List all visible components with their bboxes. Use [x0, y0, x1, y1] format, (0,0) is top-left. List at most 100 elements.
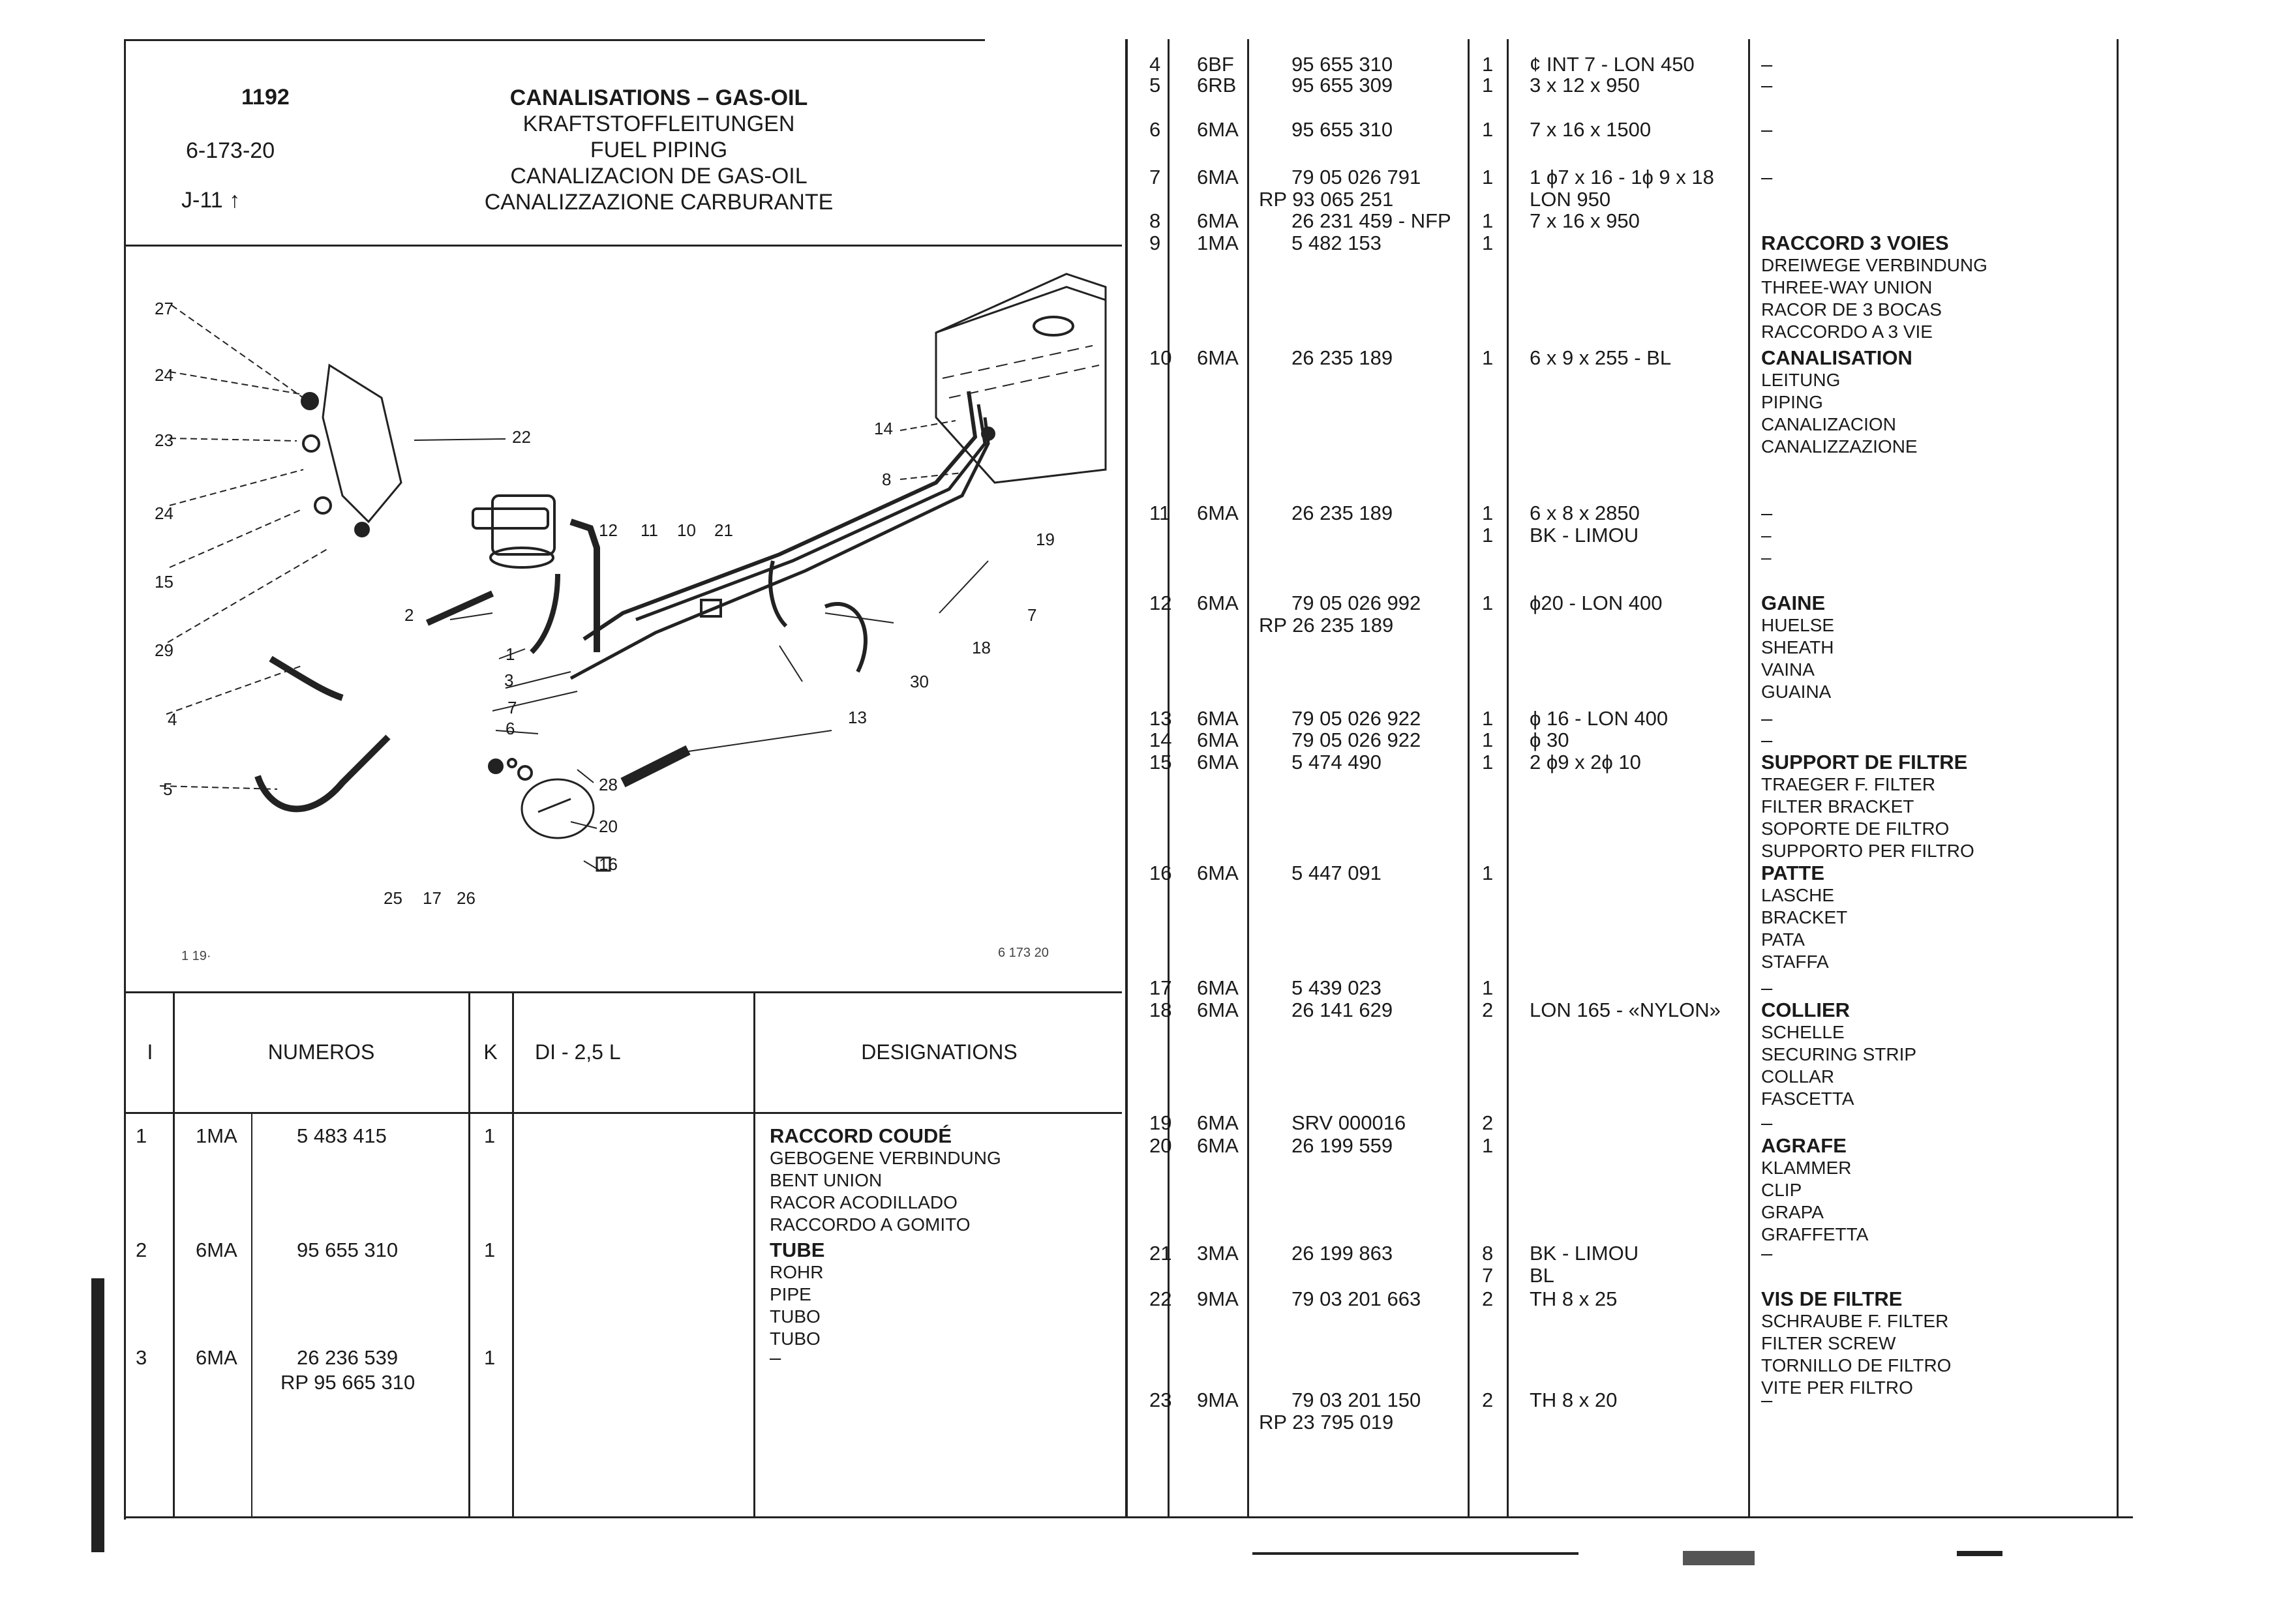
callout-1: 1: [506, 644, 515, 664]
row-part-number: 5 447 091: [1292, 862, 1382, 884]
callout-14: 14: [874, 419, 893, 438]
row-qty: 2: [1482, 999, 1494, 1021]
callout-10: 10: [677, 520, 696, 540]
designation-line: PATA: [1761, 929, 1805, 950]
designation-line: FILTER BRACKET: [1761, 796, 1914, 817]
row-qty: 2: [1482, 1389, 1494, 1411]
row-index: 18: [1149, 999, 1172, 1021]
callout-7-left: 7: [507, 698, 517, 717]
row-index: 2: [136, 1239, 147, 1261]
row-index: 22: [1149, 1287, 1172, 1310]
row-code: 6MA: [1197, 592, 1239, 614]
callout-6: 6: [506, 719, 515, 738]
designation-line: HUELSE: [1761, 615, 1835, 635]
title-fr: CANALISATIONS – GAS-OIL: [509, 85, 808, 110]
row-code: 6MA: [1197, 118, 1239, 141]
designation-line: ROHR: [770, 1262, 824, 1282]
row-index: 10: [1149, 346, 1172, 369]
row-designation: –: [1761, 708, 1772, 730]
row-index: 23: [1149, 1389, 1172, 1411]
designation-line: SUPPORTO PER FILTRO: [1761, 841, 1974, 861]
designation-line: SECURING STRIP: [1761, 1044, 1917, 1064]
designation-line: –: [770, 1346, 781, 1369]
row-part-number: 26 231 459 - NFP: [1292, 209, 1451, 232]
row-part-number: 95 655 310: [1292, 53, 1393, 76]
row-code: 9MA: [1197, 1287, 1239, 1310]
designation-line: –: [1761, 502, 1773, 524]
row-designation: –: [1761, 729, 1772, 751]
row-part-number: 79 05 026 922: [1292, 728, 1421, 751]
catalog-jref: J-11 ↑: [181, 188, 241, 213]
row-index: 15: [1149, 751, 1172, 773]
row-qty: 8: [1482, 1242, 1494, 1265]
row-index: 17: [1149, 976, 1172, 999]
designation-line: PATTE: [1761, 862, 1825, 884]
row-part-number: 79 05 026 791: [1292, 166, 1421, 188]
row-dimension: 7 x 16 x 1500: [1530, 118, 1652, 141]
callout-27: 27: [155, 299, 174, 318]
row-index: 4: [1149, 53, 1161, 76]
row-code: 6MA: [196, 1346, 237, 1369]
designation-line: COLLAR: [1761, 1066, 1835, 1087]
row-part-number: 26 141 629: [1292, 999, 1393, 1021]
row-dimension: 6 x 9 x 255 - BL: [1530, 346, 1672, 369]
designation-line: –: [1761, 53, 1773, 76]
row-dimension-secondary: BK - LIMOU: [1530, 524, 1639, 547]
row-designation: –: [1761, 1112, 1772, 1134]
designation-line: –: [1761, 74, 1773, 97]
row-index: 7: [1149, 166, 1161, 188]
row-dimension: BK - LIMOU: [1530, 1242, 1639, 1265]
diagram-corner-left: 1 19·: [181, 949, 211, 963]
callout-5: 5: [163, 779, 173, 799]
callout-22: 22: [512, 427, 531, 447]
row-replacement: RP 95 665 310: [280, 1371, 415, 1394]
designation-line: –: [1761, 1111, 1773, 1134]
row-part-number: 5 483 415: [297, 1124, 387, 1147]
row-designation: –: [1761, 1389, 1772, 1411]
row-qty: 2: [1482, 1287, 1494, 1310]
row-index: 12: [1149, 592, 1172, 614]
row-part-number: 26 199 863: [1292, 1242, 1393, 1265]
callout-23: 23: [155, 430, 174, 450]
row-dimension-secondary: LON 950: [1530, 188, 1611, 211]
row-part-number: 26 235 189: [1292, 502, 1393, 524]
row-code: 6MA: [196, 1239, 237, 1261]
designation-line: TUBO: [770, 1329, 821, 1349]
row-qty: 1: [1482, 1134, 1494, 1157]
designation-line: –: [1761, 525, 1772, 545]
row-qty: 1: [1482, 118, 1494, 141]
row-code: 6MA: [1197, 728, 1239, 751]
designation-line: VITE PER FILTRO: [1761, 1377, 1913, 1398]
callout-19: 19: [1036, 530, 1055, 549]
col-header-numeros: NUMEROS: [267, 1040, 375, 1064]
designation-line: VIS DE FILTRE: [1761, 1287, 1903, 1310]
row-designation: –: [1761, 53, 1772, 76]
callout-13: 13: [848, 708, 867, 727]
diagram-corner-right: 6 173 20: [998, 946, 1049, 960]
row-index: 9: [1149, 232, 1161, 254]
designation-line: TUBO: [770, 1306, 821, 1327]
title-es: CANALIZACION DE GAS-OIL: [510, 164, 808, 188]
scan-footer-line: [1252, 1552, 1578, 1555]
designation-line: SOPORTE DE FILTRO: [1761, 819, 1950, 839]
row-replacement: RP 26 235 189: [1259, 614, 1394, 637]
designation-line: SHEATH: [1761, 637, 1834, 657]
row-code: 6MA: [1197, 166, 1239, 188]
row-qty: 1: [484, 1124, 496, 1147]
designation-line: –: [1761, 118, 1773, 141]
row-index: 3: [136, 1346, 147, 1369]
row-part-number: 5 439 023: [1292, 976, 1382, 999]
row-qty: 1: [1482, 74, 1494, 97]
row-part-number: 26 236 539: [297, 1346, 399, 1369]
row-designation: –––: [1761, 502, 1772, 569]
row-qty: 1: [1482, 346, 1494, 369]
row-index: 16: [1149, 862, 1172, 884]
designation-line: DREIWEGE VERBINDUNG: [1761, 255, 1987, 275]
designation-line: –: [1761, 166, 1773, 188]
row-designation: –: [1761, 74, 1772, 97]
